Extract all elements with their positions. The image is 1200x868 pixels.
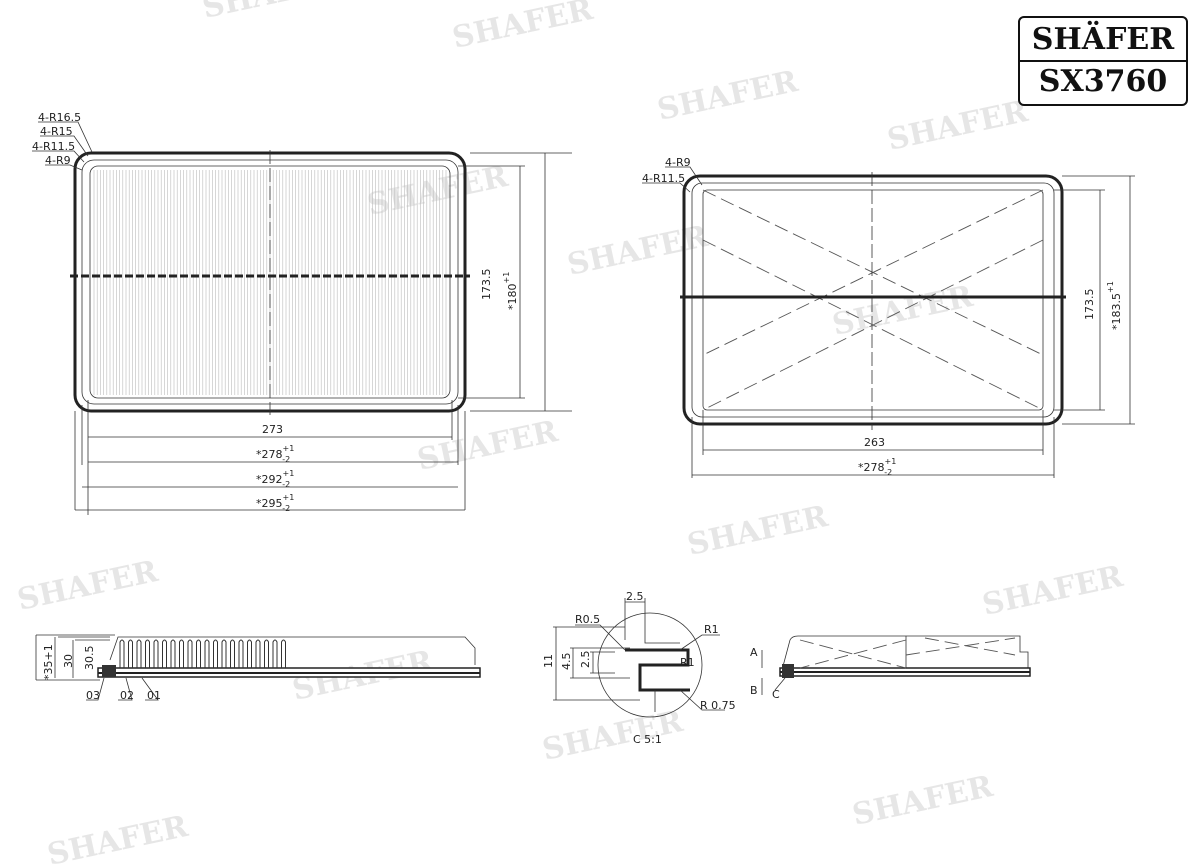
side-pleat (196, 639, 201, 668)
dim-height-30-5: 30.5 (83, 646, 96, 671)
part-label: 03 (86, 689, 100, 702)
side-pleat (145, 639, 150, 668)
dim-width-278: *278+1-2 (256, 444, 294, 464)
dim-height-4-5: 4.5 (560, 653, 573, 671)
side-pleat (162, 639, 167, 668)
side-pleat (272, 639, 278, 668)
dim-width-292: *292+1-2 (256, 469, 294, 489)
side-pleat (136, 639, 142, 668)
dim-width-278: *278+1-2 (858, 457, 896, 477)
svg-text:SHAFER: SHAFER (849, 769, 997, 833)
top-view: 4-R16.5 4-R15 4-R11.5 4-R9 173.5 *180+1 … (32, 111, 572, 515)
side-pleat (128, 639, 133, 668)
dim-r1: R1 (680, 656, 695, 669)
filter-pleats (93, 170, 447, 395)
brand-logo: SHÄFER (1020, 20, 1186, 62)
svg-text:SHAFER: SHAFER (979, 559, 1127, 623)
watermarks: SHAFER SHAFER SHAFER SHAFER SHAFER SHAFE… (14, 0, 1127, 868)
dim-height-11: 11 (542, 654, 555, 668)
side-pleat (204, 639, 210, 668)
dim-height-30: 30 (62, 654, 75, 668)
svg-text:SHAFER: SHAFER (654, 64, 802, 128)
label-c: C (772, 688, 780, 701)
side-pleat (281, 639, 286, 668)
svg-text:SHAFER: SHAFER (684, 499, 832, 563)
svg-text:SHAFER: SHAFER (564, 219, 712, 283)
dim-width-273: 273 (262, 423, 283, 436)
label-b: B (750, 684, 758, 697)
dim-width-295: *295+1-2 (256, 493, 294, 513)
dim-total-height: *35+1 (42, 644, 55, 680)
dim-height-inner: 173.5 (480, 269, 493, 301)
side-pleat (153, 639, 159, 668)
dim-r1: R1 (704, 623, 719, 636)
svg-text:SHAFER: SHAFER (14, 554, 162, 618)
svg-text:SHAFER: SHAFER (44, 809, 192, 868)
side-pleat (221, 639, 227, 668)
svg-text:SHAFER: SHAFER (829, 279, 977, 343)
svg-text:SHAFER: SHAFER (414, 414, 562, 478)
dim-height-inner: 173.5 (1083, 289, 1096, 321)
side-pleat (264, 639, 269, 668)
side-pleats (119, 639, 286, 668)
svg-text:SHAFER: SHAFER (539, 704, 687, 768)
radius-label: 4-R9 (45, 154, 71, 167)
dim-top-width: 2.5 (626, 590, 644, 603)
radius-label: 4-R9 (665, 156, 691, 169)
radius-label: 4-R11.5 (32, 140, 75, 153)
part-label: 02 (120, 689, 134, 702)
side-pleat (179, 639, 184, 668)
side-pleat (238, 639, 244, 668)
side-pleat (255, 639, 261, 668)
side-view: *35+1 30 30.5 03 02 01 (35, 634, 481, 702)
dim-r0-75: R 0.75 (700, 699, 736, 712)
side-pleat (230, 639, 235, 668)
svg-text:SHAFER: SHAFER (199, 0, 347, 26)
title-block: SHÄFER SX3760 (1018, 16, 1188, 106)
bottom-view: 4-R9 4-R11.5 173.5 *183.5+1 263 *278+1-2 (642, 156, 1135, 478)
radius-label: 4-R15 (40, 125, 73, 138)
side-pleat (170, 639, 176, 668)
label-a: A (750, 646, 758, 659)
dim-r0-5: R0.5 (575, 613, 600, 626)
radius-label: 4-R16.5 (38, 111, 81, 124)
side-pleat (213, 639, 218, 668)
side-pleat (119, 639, 125, 668)
detail-caption: C 5:1 (633, 733, 662, 746)
detail-c: 2.5 R0.5 R1 R1 R 0.75 11 4.5 2.5 C 5:1 (542, 590, 736, 746)
svg-text:SHAFER: SHAFER (449, 0, 597, 56)
svg-text:SHAFER: SHAFER (364, 159, 512, 223)
radius-label: 4-R11.5 (642, 172, 685, 185)
dim-height-2-5: 2.5 (579, 651, 592, 669)
svg-text:SHAFER: SHAFER (884, 94, 1032, 158)
dim-height-outer: *180+1 (502, 272, 519, 310)
side-pleat (187, 639, 193, 668)
part-label: 01 (147, 689, 161, 702)
section-view: A B C (750, 635, 1031, 701)
side-pleat (247, 639, 252, 668)
dim-width-263: 263 (864, 436, 885, 449)
part-number: SX3760 (1038, 64, 1168, 99)
dim-height-outer: *183.5+1 (1106, 281, 1123, 330)
